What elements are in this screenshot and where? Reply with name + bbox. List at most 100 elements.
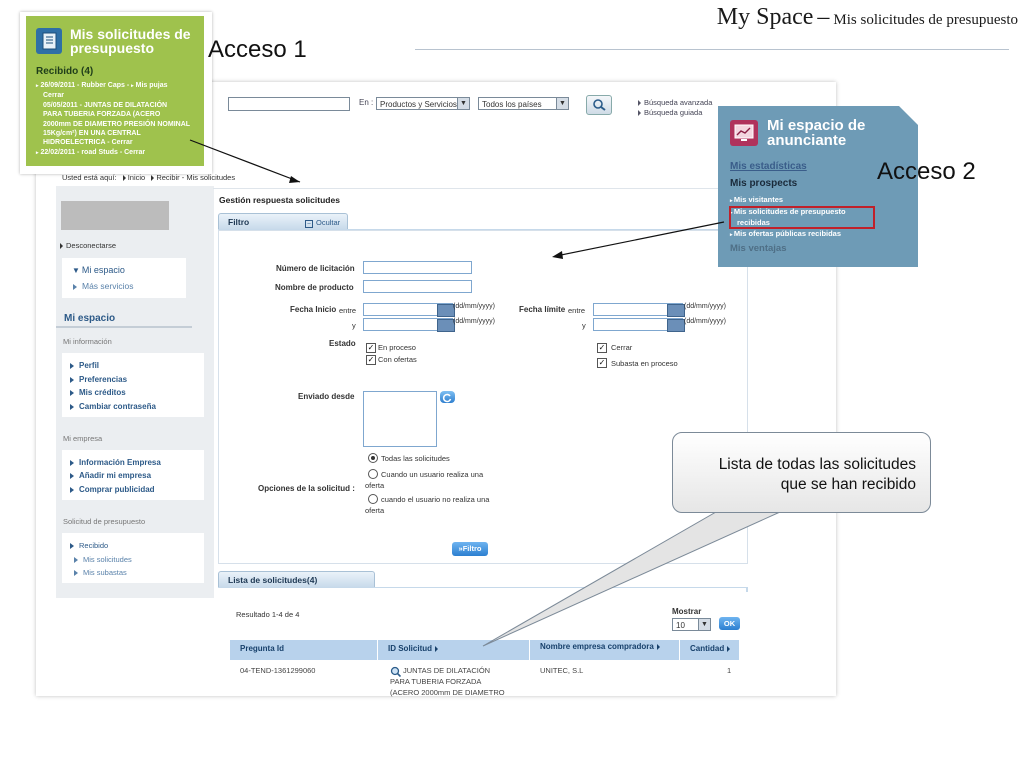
title-line [213,188,748,189]
request-options-label: Opciones de la solicitud : [258,484,355,493]
profile-link[interactable]: Perfil [70,361,99,370]
my-auctions-link[interactable]: Mis subastas [74,568,127,577]
category-select[interactable]: Productos y Servicios ▼ [376,97,470,110]
guided-search-link[interactable]: Búsqueda guiada [638,108,702,117]
col-header-question-id[interactable]: Pregunta Id [230,640,378,660]
my-requests-label: Mis solicitudes [83,555,132,564]
product-name-input[interactable] [363,280,472,293]
calendar-icon[interactable] [437,304,455,317]
received-item-3-text: 22/02/2011 - road Studs - Cerrar [40,148,146,156]
arrow-acceso-1 [189,139,301,183]
add-company-link[interactable]: Añadir mi empresa [70,471,151,480]
my-space-label: Mi espacio [81,265,125,275]
breadcrumb-home-link[interactable]: Inicio [127,173,146,182]
profile-label: Perfil [79,361,100,370]
refresh-button[interactable] [440,391,455,403]
my-prospects-heading: Mis prospects [730,178,798,189]
arrow-right-icon [638,100,641,107]
col-header-buyer-company[interactable]: Nombre empresa compradora [530,640,680,660]
more-services-label: Más servicios [82,281,134,291]
received-item-2-line4: 15Kg/cm²) EN UNA CENTRAL [43,130,141,138]
calendar-icon[interactable] [667,304,685,317]
start-date-between: entre [339,306,357,315]
radio-all-requests[interactable] [368,453,378,463]
sent-from-listbox[interactable] [363,391,437,447]
received-item-2-line1[interactable]: 05/05/2011 - JUNTAS DE DILATACIÓN [43,101,168,109]
radio-user-offers[interactable] [368,469,378,479]
tab-requests-list[interactable]: Lista de solicitudes(4) [218,571,375,588]
col-header-request-id[interactable]: ID Solicitud [378,640,530,660]
cell-quantity: 1 [727,666,732,675]
arrow-right-icon [70,543,74,550]
arrow-right-icon [122,175,126,182]
company-panel [62,450,204,500]
chevron-down-icon: ▼ [457,98,469,109]
logout-link[interactable]: Desconectarse [60,241,116,250]
cell-request-line1[interactable]: JUNTAS DE DILATACIÓN [403,666,491,675]
bid-number-input[interactable] [363,261,472,274]
end-date-label: Fecha límite [519,305,566,314]
my-requests-link[interactable]: Mis solicitudes [74,555,132,564]
slide-title-main: My Space [716,4,814,30]
search-input[interactable] [228,97,350,111]
col-header-quantity[interactable]: Cantidad [680,640,740,660]
received-list: ▸ 26/09/2011 - Rubber Caps - ▸ Mis pujas… [36,81,190,158]
ok-button[interactable]: OK [719,617,740,630]
radio-user-no-offers-label-cont: oferta [365,506,385,515]
received-item-2-line5: HIDROELECTRICA - Cerrar [43,139,133,147]
received-item-1[interactable]: ▸ 26/09/2011 - Rubber Caps - ▸ Mis pujas [36,82,168,89]
cell-request-line3: (ACERO 2000mm DE DIAMETRO [390,688,505,697]
arrowhead [289,176,300,183]
change-password-link[interactable]: Cambiar contraseña [70,402,156,411]
hide-filter-button[interactable]: –Ocultar [305,214,340,231]
company-heading: Mi empresa [63,434,103,443]
col-header-question-id-label: Pregunta Id [240,644,285,653]
country-select[interactable]: Todos los países ▼ [478,97,569,110]
category-select-value: Productos y Servicios [380,100,457,109]
monitor-chart-icon [730,120,758,146]
filter-button[interactable]: »Filtro [452,542,488,556]
title-divider [415,49,1009,50]
calendar-icon[interactable] [437,319,455,332]
date-format-hint: (dd/mm/yyyy) [453,303,495,310]
search-button[interactable] [586,95,612,115]
start-date-and: y [352,321,356,330]
breadcrumb-prefix: Usted está aquí: [62,173,117,182]
my-stats-link[interactable]: Mis estadísticas [730,161,807,172]
refresh-icon [442,393,452,403]
magnifier-icon [593,99,606,111]
received-item-3[interactable]: ▸ 22/02/2011 - road Studs - Cerrar [36,148,146,156]
status-auction-checkbox[interactable]: ✓ [597,358,607,368]
credits-link[interactable]: Mis créditos [70,388,126,397]
received-item-1-text: 26/09/2011 - Rubber Caps - [40,82,130,89]
calendar-icon[interactable] [667,319,685,332]
status-with-offers-checkbox[interactable]: ✓ [366,355,376,365]
buy-ads-link[interactable]: Comprar publicidad [70,485,155,494]
status-closed-checkbox[interactable]: ✓ [597,343,607,353]
my-bids-link[interactable]: Mis pujas [135,82,168,89]
col-header-buyer-company-label: Nombre empresa compradora [540,642,654,651]
more-services-link[interactable]: Más servicios [73,281,133,291]
public-offers-link[interactable]: ▸ Mis ofertas públicas recibidas [730,229,842,238]
status-in-progress-checkbox[interactable]: ✓ [366,343,376,353]
radio-user-no-offers[interactable] [368,494,378,504]
advanced-search-link[interactable]: Búsqueda avanzada [638,98,712,107]
product-name-label: Nombre de producto [275,283,354,292]
arrowhead [552,251,563,259]
tab-filtro[interactable]: Filtro –Ocultar [218,213,348,230]
received-count[interactable]: Recibido (4) [36,66,94,77]
received-item-1-close[interactable]: Cerrar [43,92,65,100]
slide-title-sub: Mis solicitudes de presupuesto [833,12,1018,28]
breadcrumb-current: Recibir - Mis solicitudes [156,173,236,182]
status-auction-label: Subasta en proceso [611,359,678,368]
my-space-link[interactable]: ▼Mi espacio [72,265,125,275]
page-size-select[interactable]: 10 ▼ [672,618,711,631]
preferences-link[interactable]: Preferencias [70,375,127,384]
magnifier-icon[interactable] [390,664,402,682]
triangle-down-icon: ▼ [72,266,80,275]
company-info-link[interactable]: Información Empresa [70,458,161,467]
my-visitors-link[interactable]: ▸ Mis visitantes [730,195,784,204]
acceso-1-label: Acceso 1 [208,36,307,63]
received-link[interactable]: Recibido [70,541,108,550]
